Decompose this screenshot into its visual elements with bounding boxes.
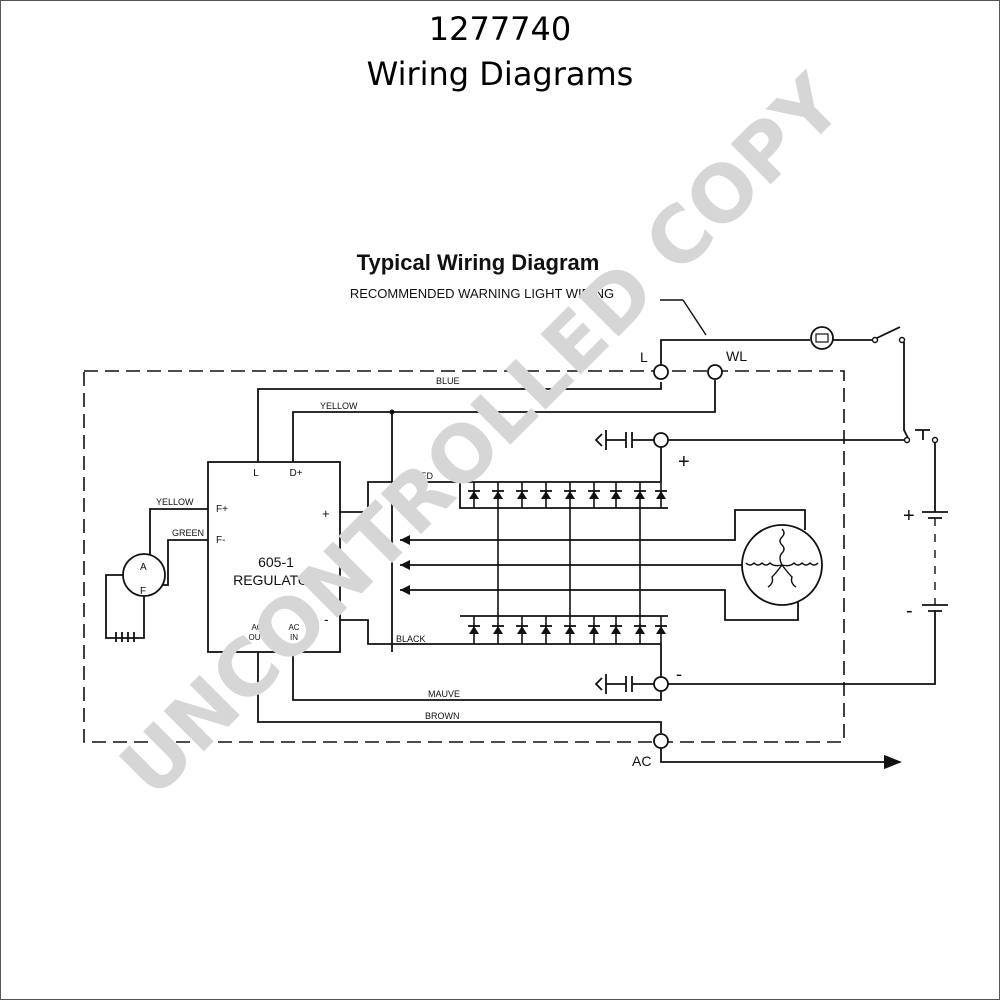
- field-ground-wire: [105, 574, 145, 639]
- green-field-wire-label: GREEN: [172, 528, 204, 538]
- diode-negative: [610, 616, 622, 644]
- ground-icon-lower: [594, 674, 654, 694]
- phase-line-3: [400, 589, 799, 621]
- regulator-label: REGULATOR: [233, 572, 319, 588]
- yellow-wire: [292, 380, 716, 462]
- diode-positive: [634, 482, 646, 508]
- terminal-b-minus: [653, 676, 669, 692]
- document-subtitle: Wiring Diagrams: [366, 55, 634, 93]
- regulator-pin-ac-out-1: AC: [251, 623, 262, 632]
- alternator-boundary: [83, 370, 845, 743]
- field-pin-a: A: [140, 562, 147, 573]
- mauve-wire: [292, 652, 662, 701]
- diode-negative: [564, 616, 576, 644]
- diode-positive: [610, 482, 622, 508]
- black-wire-label: BLACK: [396, 634, 426, 644]
- diode-negative: [468, 616, 480, 644]
- ac-output-arrow: [660, 748, 902, 770]
- terminal-minus-label: -: [676, 664, 682, 684]
- part-number: 1277740: [428, 10, 572, 48]
- diode-negative: [492, 616, 504, 644]
- regulator-pin-l: L: [253, 468, 259, 479]
- yellow-field-wire-label: YELLOW: [156, 497, 194, 507]
- field-pin-f: F: [140, 586, 146, 597]
- phase-line-1: [400, 509, 806, 541]
- brown-wire: [257, 652, 662, 733]
- negative-diode-bridge: [468, 616, 667, 644]
- regulator-pin-plus: +: [322, 506, 330, 521]
- uncontrolled-copy-watermark: UNCONTROLLED COPY: [104, 58, 861, 815]
- diode-positive: [655, 482, 667, 508]
- positive-diode-bridge: [468, 482, 667, 616]
- diode-positive: [540, 482, 552, 508]
- warning-light-wire: [660, 339, 810, 365]
- regulator-pin-fminus: F-: [216, 535, 225, 546]
- note-leader: [682, 299, 707, 336]
- battery-icon: [922, 511, 948, 519]
- ground-icon: [594, 430, 607, 450]
- diode-positive: [468, 482, 480, 508]
- blue-wire: [257, 382, 662, 462]
- diode-negative: [516, 616, 528, 644]
- terminal-wl-label: WL: [726, 348, 747, 364]
- regulator-model: 605-1: [258, 554, 294, 570]
- battery-plus-label: +: [903, 505, 915, 527]
- terminal-plus-label: +: [678, 451, 690, 473]
- warning-light-note: RECOMMENDED WARNING LIGHT WIRING: [350, 286, 614, 301]
- ignition-switch-icon: [871, 336, 879, 344]
- diode-negative: [540, 616, 552, 644]
- diode-positive: [588, 482, 600, 508]
- warning-lamp-icon: [810, 326, 834, 350]
- diode-negative: [588, 616, 600, 644]
- terminal-ac: [653, 733, 669, 749]
- diode-positive: [564, 482, 576, 508]
- regulator-pin-ac-out-2: OUT: [249, 633, 266, 642]
- regulator-pin-fplus: F+: [216, 504, 228, 515]
- field-ground-icon: [115, 632, 135, 642]
- diagram-heading: Typical Wiring Diagram: [357, 250, 600, 275]
- regulator-pin-ac-in-2: IN: [290, 633, 298, 642]
- blue-wire-label: BLUE: [436, 376, 460, 386]
- terminal-l-label: L: [640, 349, 648, 365]
- red-wire: [340, 481, 661, 513]
- battery-negative-wire: [668, 611, 936, 685]
- battery-minus-label: -: [906, 600, 913, 622]
- terminal-b-plus: [653, 432, 669, 448]
- exciter-diodes: [400, 535, 410, 595]
- terminal-l: [653, 364, 669, 380]
- brown-wire-label: BROWN: [425, 711, 460, 721]
- regulator-pin-minus: -: [324, 611, 329, 627]
- main-switch-icon: [903, 436, 911, 444]
- terminal-ac-label: AC: [632, 753, 651, 769]
- mauve-wire-label: MAUVE: [428, 689, 460, 699]
- capacitor-icon: [625, 432, 633, 448]
- red-wire-label: RED: [414, 471, 434, 481]
- diode-negative: [655, 616, 667, 644]
- yellow-wire-label: YELLOW: [320, 401, 358, 411]
- regulator-pin-ac-in-1: AC: [288, 623, 299, 632]
- diode-positive: [516, 482, 528, 508]
- regulator-box: [207, 461, 341, 653]
- terminal-wl: [707, 364, 723, 380]
- diode-negative: [634, 616, 646, 644]
- regulator-pin-d: D+: [289, 468, 302, 479]
- yellow-field-wire: [149, 508, 208, 560]
- black-wire: [340, 619, 460, 645]
- diode-positive: [492, 482, 504, 508]
